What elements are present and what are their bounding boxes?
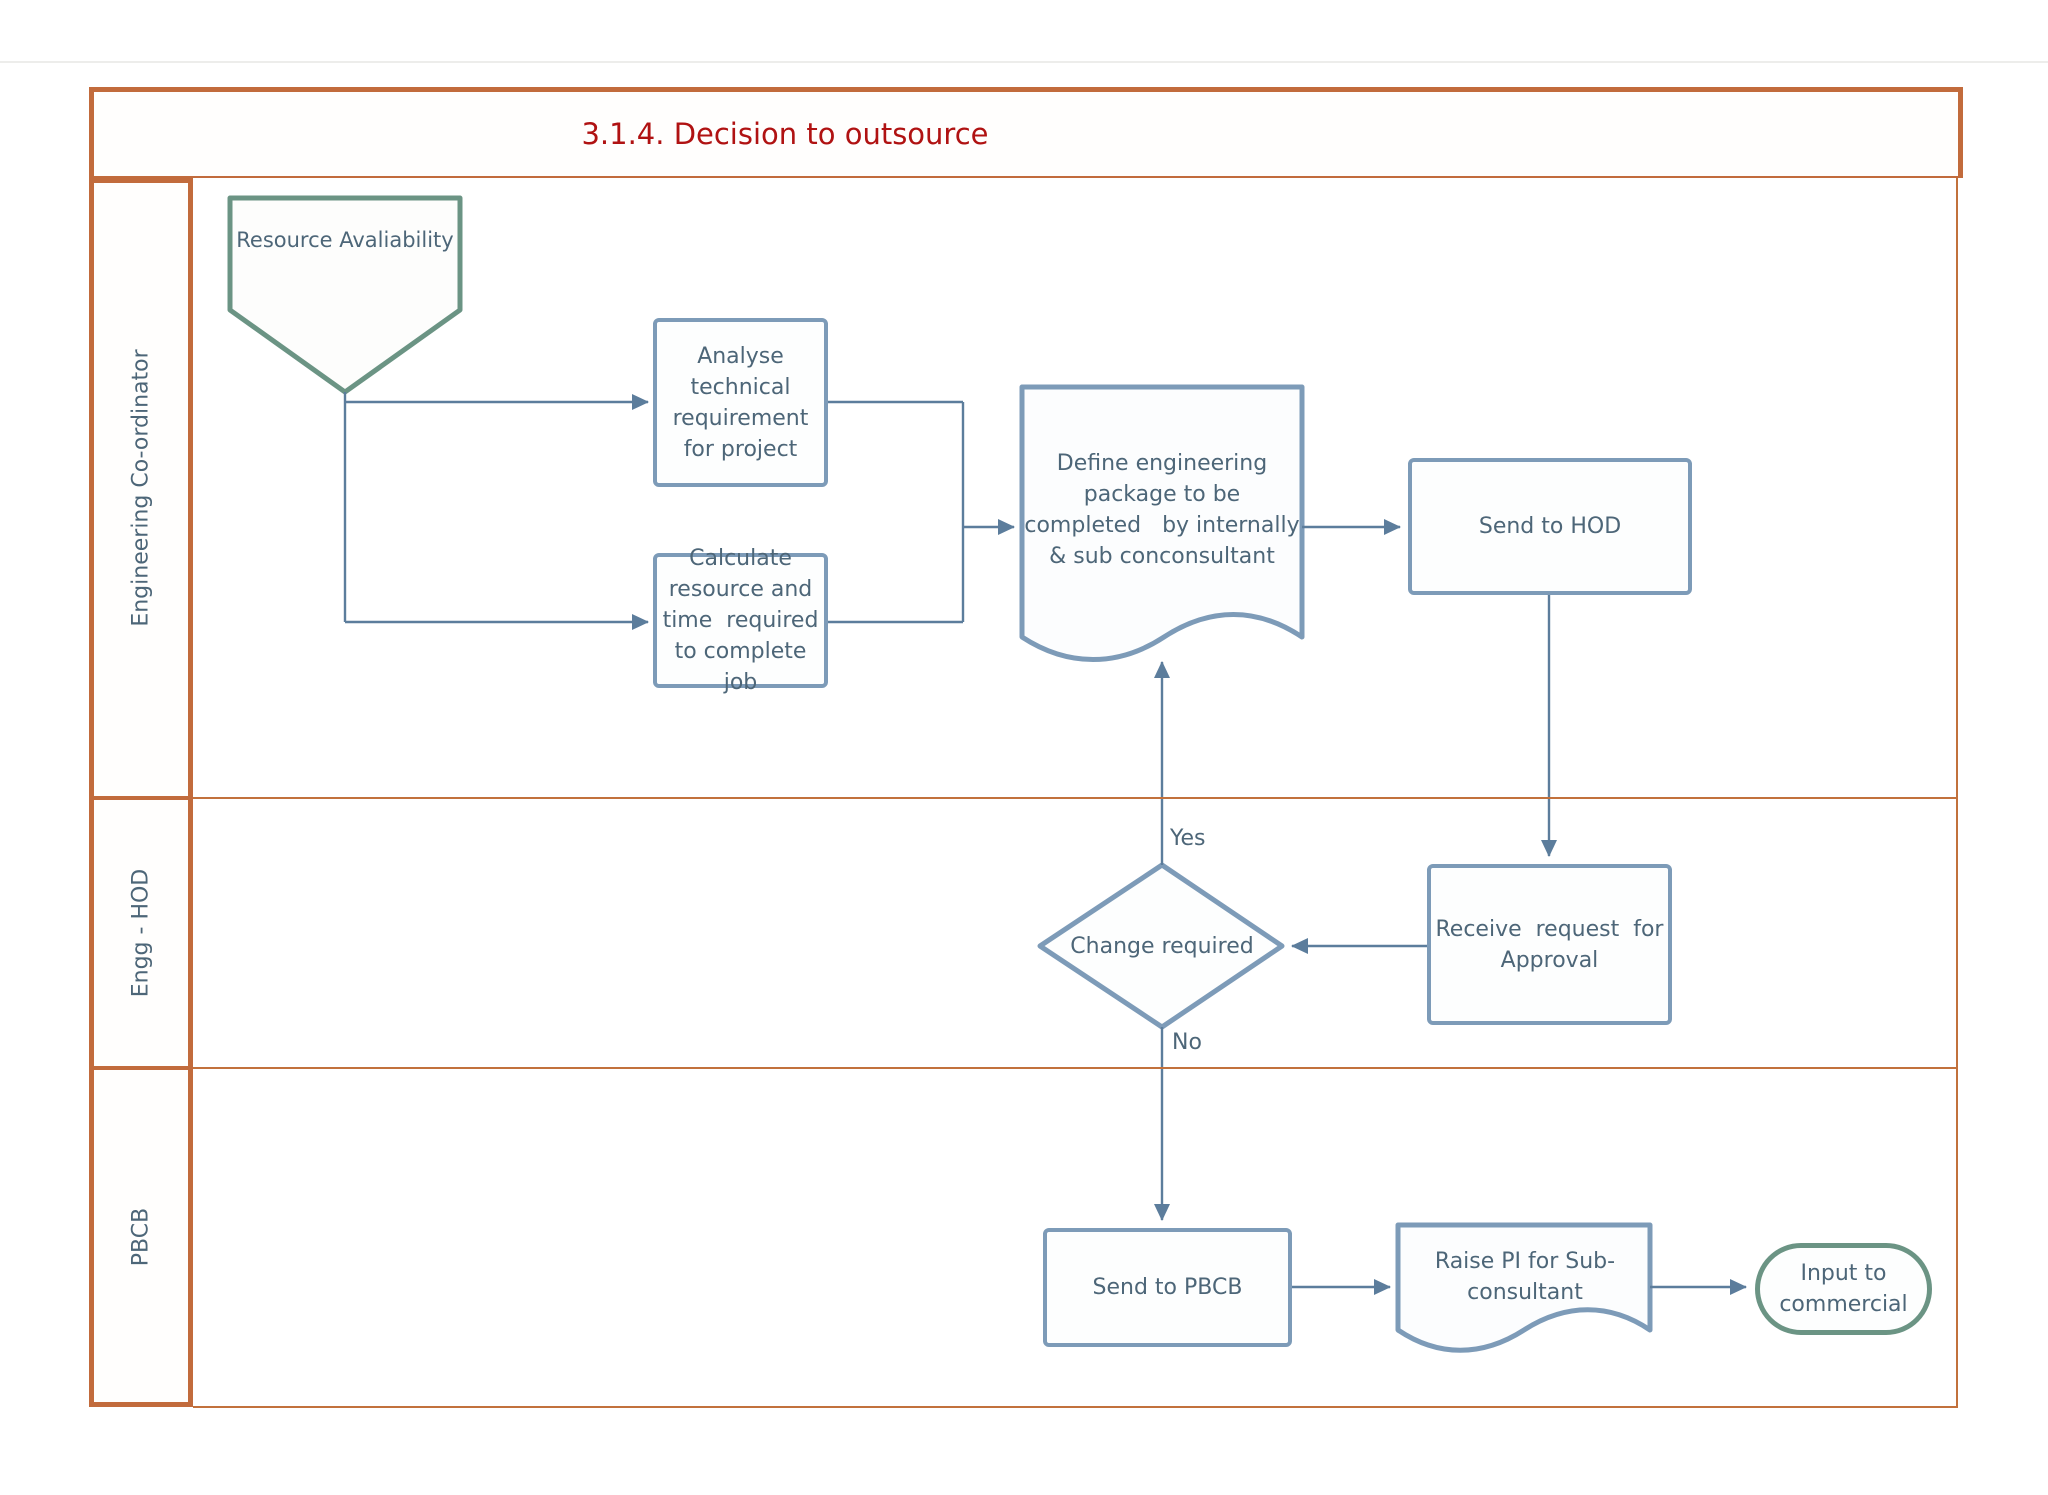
edge-label-no: No xyxy=(1172,1030,1202,1055)
lane-right-border xyxy=(1956,178,1958,1408)
lane-label-engineering-coordinator: Engineering Co-ordinator xyxy=(128,349,154,627)
lane-bottom-border xyxy=(193,1406,1958,1408)
node-input-to-commercial: Input to commercial xyxy=(1755,1243,1932,1335)
resource-availability-pentagon-shape xyxy=(227,195,463,395)
lane-label-engg-hod: Engg - HOD xyxy=(128,868,154,998)
lane-header-separator-2 xyxy=(89,1066,193,1070)
node-change-required-label: Change required xyxy=(1070,933,1254,959)
lane-boundary-1 xyxy=(193,797,1958,799)
page-edge-line xyxy=(0,61,2048,63)
node-define-package-label: Define engineering package to be complet… xyxy=(1024,451,1300,569)
node-analyse-technical: Analyse technical requirement for projec… xyxy=(653,318,828,487)
node-send-to-hod: Send to HOD xyxy=(1408,458,1692,595)
lane-boundary-2 xyxy=(193,1067,1958,1069)
connector-merge-junction xyxy=(828,400,965,624)
raise-pi-document-shape xyxy=(1395,1222,1653,1353)
define-package-document-shape xyxy=(1019,384,1305,662)
lane-label-pbcb: PBCB xyxy=(128,1207,154,1267)
node-resource-availability-label: Resource Avaliability xyxy=(236,227,454,252)
title-band: 3.1.4. Decision to outsource xyxy=(89,87,1963,178)
edge-label-yes: Yes xyxy=(1170,826,1206,851)
swimlane-header-column xyxy=(89,178,193,1407)
lane-header-separator-1 xyxy=(89,796,193,800)
node-calculate-resource: Calculate resource and time required to … xyxy=(653,546,828,695)
page-title: 3.1.4. Decision to outsource xyxy=(581,117,989,151)
node-receive-request: Receive request for Approval xyxy=(1427,864,1672,1025)
node-send-to-pbcb: Send to PBCB xyxy=(1043,1228,1292,1347)
node-raise-pi-label: Raise PI for Sub- consultant xyxy=(1434,1249,1616,1305)
